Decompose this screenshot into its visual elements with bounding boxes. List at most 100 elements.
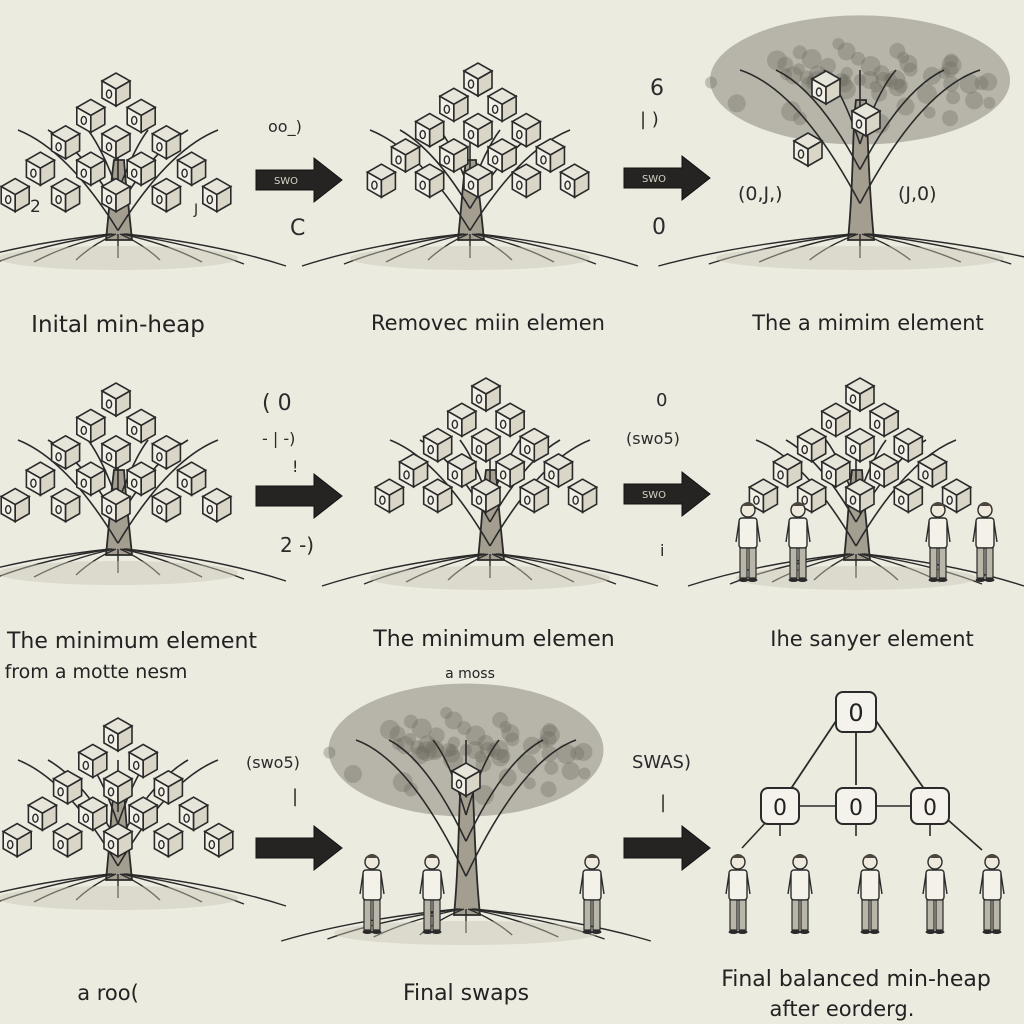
cube-node: [202, 177, 232, 213]
cube-node: [78, 796, 108, 832]
cube-node: [451, 762, 481, 797]
note-text: i: [660, 541, 664, 560]
cube-node: [567, 478, 598, 514]
panel-caption: a roo(: [77, 981, 139, 1005]
cube-node: [178, 796, 209, 832]
note-text: (0,J,): [738, 183, 783, 205]
cube-node: [52, 822, 83, 858]
cube-node: [151, 177, 182, 213]
tree: [0, 759, 287, 910]
note-text: !: [292, 457, 298, 476]
cube-node: [463, 62, 493, 97]
cube-node: [128, 796, 158, 832]
heap-node-label: 0: [923, 796, 937, 821]
cube-node: [374, 478, 405, 514]
panel-caption: Inital min-heap: [31, 312, 205, 338]
cube-node: [151, 487, 182, 523]
note-text: 6: [650, 76, 664, 101]
cube-node: [176, 151, 207, 186]
arrow-label: SWO: [642, 174, 666, 185]
person-figure: [922, 853, 948, 935]
cube-heap: [2, 717, 234, 858]
cube-node: [153, 822, 184, 858]
tree: [658, 15, 1024, 270]
cube-node: [50, 177, 81, 213]
note-text: 2: [30, 197, 41, 217]
cube-node: [78, 743, 108, 779]
cube-node: [869, 402, 899, 438]
tree-layer: [0, 15, 1024, 945]
cube-node: [126, 151, 156, 186]
note-text: | ): [640, 109, 659, 130]
panel-caption: Removec miin elemen: [371, 311, 605, 335]
cube-node: [101, 125, 131, 160]
cube-node: [151, 434, 182, 470]
cube-node: [101, 72, 131, 107]
panel-caption: Final swaps: [403, 981, 529, 1006]
cube-node: [103, 717, 133, 752]
cube-node: [101, 177, 131, 213]
cube-node: [204, 822, 234, 858]
person-figure: [725, 853, 751, 935]
step-arrow: [255, 472, 343, 520]
heap-node-label: 0: [849, 796, 863, 821]
note-text: 0: [652, 215, 666, 240]
cube-node: [76, 151, 106, 186]
cube-node: [76, 461, 106, 497]
person-figure: [787, 853, 813, 935]
person-figure: [857, 853, 883, 935]
cube-node: [471, 377, 501, 412]
step-arrow: [623, 824, 711, 872]
cube-node: [511, 163, 542, 198]
cube-node: [845, 427, 875, 463]
cube-node: [128, 743, 158, 779]
cube-node: [52, 769, 83, 805]
cube-node: [103, 822, 133, 858]
cube-node: [821, 402, 851, 438]
note-text: |: [660, 792, 666, 813]
cube-node: [447, 453, 477, 488]
cube-node: [2, 822, 33, 858]
cube-node: [0, 177, 30, 213]
cube-node: [543, 453, 574, 488]
cube-node: [471, 478, 501, 514]
person-figure: [972, 501, 998, 583]
note-text: 0: [656, 390, 667, 411]
final-heap-graph: 0 0 0 0: [741, 691, 983, 851]
cube-node: [893, 478, 924, 514]
cube-node: [845, 478, 875, 514]
cube-node: [398, 453, 429, 488]
cube-node: [0, 487, 30, 523]
cube-node: [519, 427, 550, 463]
tree: [0, 439, 287, 585]
cube-node: [495, 402, 525, 438]
cube-node: [414, 163, 445, 198]
cube-node: [151, 125, 182, 160]
cube-node: [126, 98, 156, 134]
cube-node: [103, 769, 133, 805]
tree: [281, 683, 651, 945]
captions-layer: Inital min-heap Removec miin elemen The …: [5, 311, 991, 1021]
cube-node: [845, 377, 875, 412]
note-text: 2 -): [280, 533, 314, 557]
person-figure: [359, 853, 385, 935]
panel-caption: The minimum elemen: [372, 627, 614, 652]
note-text: (swo5): [626, 429, 680, 448]
cube-node: [422, 478, 453, 514]
cube-node: [811, 70, 841, 105]
note-text: oo_): [268, 117, 302, 137]
note-text: SWAS): [632, 752, 691, 773]
heap-node-label: 0: [848, 699, 863, 727]
cube-node: [76, 408, 106, 444]
cube-node: [439, 138, 469, 173]
cube-node: [463, 112, 493, 148]
tree: [0, 129, 287, 270]
cube-heap: [748, 377, 972, 514]
cube-node: [793, 132, 823, 167]
person-figure: [579, 853, 605, 935]
cube-node: [202, 487, 232, 523]
notes-layer: 2 J oo_) C 6 | ) 0 (0,J,) (J,0) ( 0 - | …: [30, 76, 937, 813]
note-text: - | -): [262, 429, 295, 448]
